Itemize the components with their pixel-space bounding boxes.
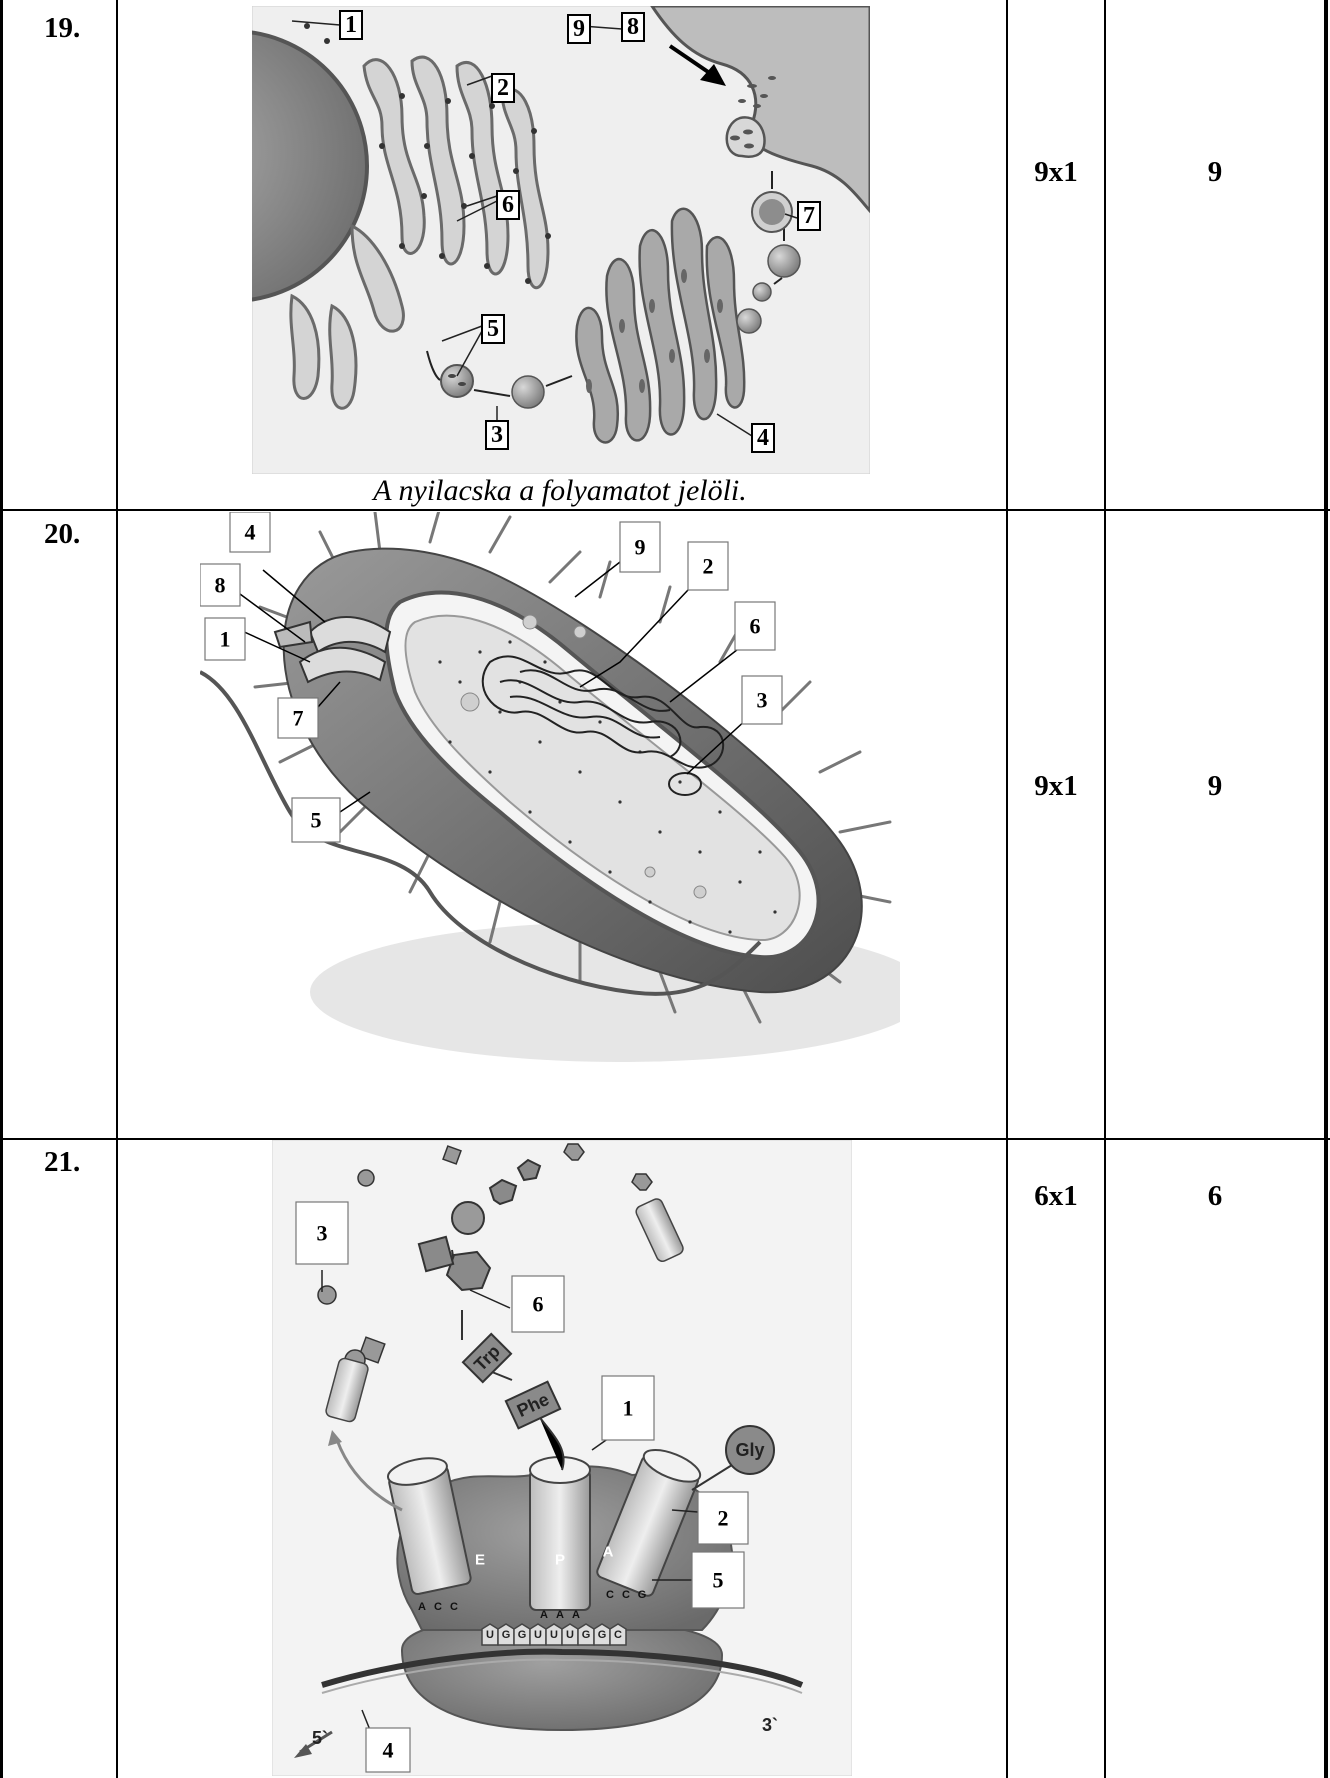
svg-text:5: 5 bbox=[713, 1568, 724, 1593]
anticodon-base: C bbox=[622, 1589, 630, 1601]
svg-text:5: 5 bbox=[311, 808, 322, 833]
bacteria-label-4: 4 bbox=[230, 512, 270, 552]
bacteria-label-5: 5 bbox=[292, 798, 340, 842]
bacterial-cell-diagram: 1 2 3 4 5 6 7 8 9 bbox=[200, 512, 900, 1132]
anticodon-base: C bbox=[450, 1601, 458, 1613]
site-e: E bbox=[475, 1552, 485, 1569]
task-number-21: 21. bbox=[44, 1146, 80, 1179]
table-border-right bbox=[1324, 0, 1328, 1778]
svg-text:4: 4 bbox=[245, 520, 256, 545]
secretion-label-1: 1 bbox=[340, 11, 362, 39]
svg-text:8: 8 bbox=[215, 573, 226, 598]
svg-text:1: 1 bbox=[623, 1396, 634, 1421]
anticodon-base: A bbox=[540, 1609, 548, 1621]
svg-text:3: 3 bbox=[317, 1221, 328, 1246]
svg-text:6: 6 bbox=[750, 614, 761, 639]
bacteria-label-8: 8 bbox=[200, 564, 240, 606]
svg-text:6: 6 bbox=[533, 1292, 544, 1317]
bacteria-label-7: 7 bbox=[278, 698, 318, 738]
secretion-label-8: 8 bbox=[622, 13, 644, 41]
table-border-left bbox=[0, 0, 3, 1778]
translation-label-6: 6 bbox=[512, 1276, 564, 1332]
bacteria-label-2: 2 bbox=[688, 542, 728, 590]
svg-text:2: 2 bbox=[718, 1506, 729, 1531]
mrna-5-end: 5` bbox=[312, 1728, 328, 1748]
secretion-label-5: 5 bbox=[482, 315, 504, 343]
translation-label-3: 3 bbox=[296, 1202, 348, 1264]
bacteria-label-9: 9 bbox=[620, 522, 660, 572]
svg-text:4: 4 bbox=[383, 1738, 394, 1763]
table-border-col3 bbox=[1104, 0, 1106, 1778]
secretion-label-4: 4 bbox=[752, 424, 774, 452]
svg-text:6: 6 bbox=[502, 192, 514, 218]
secretion-label-7: 7 bbox=[798, 202, 820, 230]
row-19-caption: A nyilacska a folyamatot jelöli. bbox=[116, 474, 1004, 508]
site-p: P bbox=[555, 1552, 565, 1569]
task-number-20: 20. bbox=[44, 518, 80, 551]
anticodon-base: C bbox=[434, 1601, 442, 1613]
anticodon-base: C bbox=[606, 1589, 614, 1601]
points-total-20: 9 bbox=[1106, 770, 1324, 803]
secretion-label-6: 6 bbox=[497, 191, 519, 219]
row-divider-19-20 bbox=[0, 509, 1330, 511]
svg-text:9: 9 bbox=[573, 16, 585, 42]
svg-text:5: 5 bbox=[487, 316, 499, 342]
svg-text:3: 3 bbox=[491, 422, 503, 448]
svg-text:4: 4 bbox=[757, 425, 769, 451]
cell-secretion-diagram: 1 2 3 4 5 6 7 8 9 bbox=[252, 6, 870, 474]
svg-text:2: 2 bbox=[497, 75, 509, 101]
translation-label-2: 2 bbox=[698, 1492, 748, 1544]
svg-text:2: 2 bbox=[703, 554, 714, 579]
svg-text:1: 1 bbox=[220, 627, 231, 652]
translation-label-4: 4 bbox=[366, 1728, 410, 1772]
bacteria-label-1: 1 bbox=[205, 618, 245, 660]
secretion-label-3: 3 bbox=[486, 421, 508, 449]
codon-base: G bbox=[502, 1629, 511, 1641]
points-formula-19: 9x1 bbox=[1008, 156, 1104, 189]
translation-label-5: 5 bbox=[692, 1552, 744, 1608]
anticodon-base: A bbox=[418, 1601, 426, 1613]
svg-text:7: 7 bbox=[293, 706, 304, 731]
codon-base: G bbox=[518, 1629, 527, 1641]
codon-base: G bbox=[598, 1629, 607, 1641]
svg-text:9: 9 bbox=[635, 535, 646, 560]
codon-base: U bbox=[550, 1629, 558, 1641]
anticodon-base: A bbox=[572, 1609, 580, 1621]
table-border-col2 bbox=[1006, 0, 1008, 1778]
bacteria-label-3: 3 bbox=[742, 676, 782, 724]
bacteria-label-6: 6 bbox=[735, 602, 775, 650]
svg-text:1: 1 bbox=[345, 12, 357, 38]
task-number-19: 19. bbox=[44, 12, 80, 45]
points-formula-21: 6x1 bbox=[1008, 1180, 1104, 1213]
codon-base: U bbox=[486, 1629, 494, 1641]
codon-base: C bbox=[614, 1629, 622, 1641]
anticodon-base: A bbox=[556, 1609, 564, 1621]
secretion-label-9: 9 bbox=[568, 15, 590, 43]
site-a: A bbox=[603, 1544, 614, 1561]
svg-text:7: 7 bbox=[803, 203, 815, 229]
points-total-19: 9 bbox=[1106, 156, 1324, 189]
svg-text:3: 3 bbox=[757, 688, 768, 713]
svg-text:8: 8 bbox=[627, 14, 639, 40]
anticodon-base: G bbox=[638, 1589, 647, 1601]
points-total-21: 6 bbox=[1106, 1180, 1324, 1213]
amino-gly: Gly bbox=[735, 1440, 764, 1460]
codon-base: U bbox=[534, 1629, 542, 1641]
translation-label-1: 1 bbox=[602, 1376, 654, 1440]
table-border-col1 bbox=[116, 0, 118, 1778]
codon-base: G bbox=[582, 1629, 591, 1641]
points-formula-20: 9x1 bbox=[1008, 770, 1104, 803]
codon-base: U bbox=[566, 1629, 574, 1641]
secretion-label-2: 2 bbox=[492, 74, 514, 102]
mrna-3-end: 3` bbox=[762, 1715, 778, 1735]
